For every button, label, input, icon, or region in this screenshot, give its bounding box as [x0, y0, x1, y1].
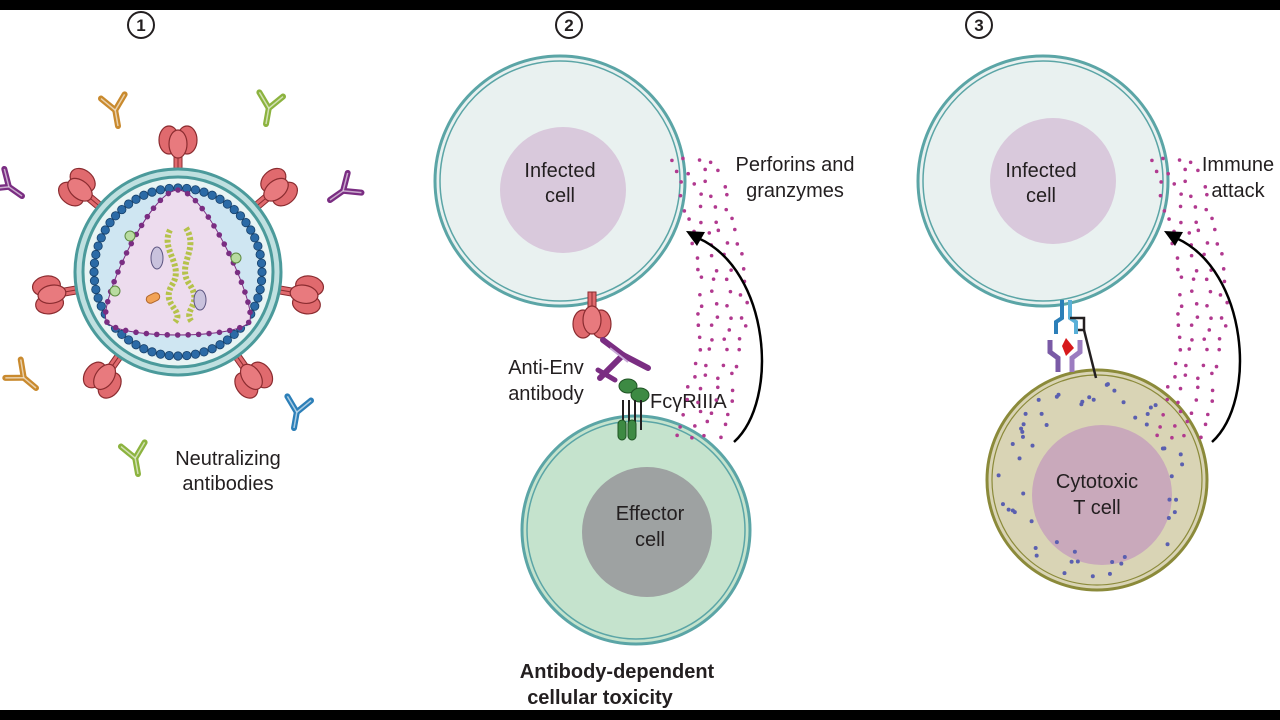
fc-receptor-icon: [617, 378, 650, 441]
svg-text:T cell: T cell: [1073, 497, 1120, 519]
effector-cell: Effector cell: [520, 414, 752, 646]
svg-text:3: 3: [974, 16, 983, 35]
neutralizing-label-line1: Neutralizing: [175, 448, 281, 470]
antibody-icon: [5, 360, 43, 398]
anti-env-label-line1: Anti-Env: [508, 357, 584, 379]
panel-number-3: 3: [965, 11, 993, 39]
svg-text:2: 2: [564, 16, 573, 35]
top-letterbox-bar: [0, 0, 1280, 10]
perforins-label-line1: Perforins and: [736, 154, 855, 176]
svg-text:cell: cell: [545, 185, 575, 207]
env-spike-icon: [158, 125, 198, 173]
neutralizing-label-line2: antibodies: [182, 473, 273, 495]
attack-granules: [1150, 156, 1229, 440]
svg-text:Infected: Infected: [1005, 160, 1076, 182]
fc-receptor-label: FcγRIIIA: [650, 391, 727, 413]
panel-number-2: 2: [555, 11, 583, 39]
anti-env-label-line2: antibody: [508, 383, 584, 405]
cytotoxic-t-cell: Cytotoxic T cell: [985, 368, 1209, 592]
immune-attack-label-line1: Immune: [1202, 154, 1274, 176]
adcc-caption-line2: cellular toxicity: [527, 687, 673, 709]
curved-arrow-icon: [686, 231, 764, 443]
antibody-icon: [101, 94, 130, 128]
anti-env-antibody: [595, 337, 651, 383]
tcr-mhc-icon: [1047, 300, 1098, 379]
svg-text:Infected: Infected: [524, 160, 595, 182]
svg-text:cell: cell: [1026, 185, 1056, 207]
bottom-letterbox-bar: [0, 710, 1280, 720]
curved-arrow-icon: [1164, 231, 1242, 443]
svg-text:cell: cell: [635, 529, 665, 551]
infected-cell-2: Infected cell: [433, 54, 687, 308]
adcc-caption-line1: Antibody-dependent: [520, 661, 715, 683]
immune-attack-label-line2: attack: [1211, 180, 1265, 202]
antibody-icon: [121, 442, 150, 476]
perforins-label-line2: granzymes: [746, 180, 844, 202]
svg-text:1: 1: [136, 16, 145, 35]
antibody-icon: [323, 173, 361, 210]
svg-text:Cytotoxic: Cytotoxic: [1056, 471, 1138, 493]
antibody-icon: [0, 169, 29, 206]
panel-number-1: 1: [127, 11, 155, 39]
antibody-icon: [254, 92, 283, 126]
svg-text:Effector: Effector: [616, 503, 685, 525]
hiv-virion-icon: [30, 125, 326, 404]
infected-cell-3: Infected cell: [916, 54, 1170, 308]
antibody-icon: [282, 396, 311, 430]
